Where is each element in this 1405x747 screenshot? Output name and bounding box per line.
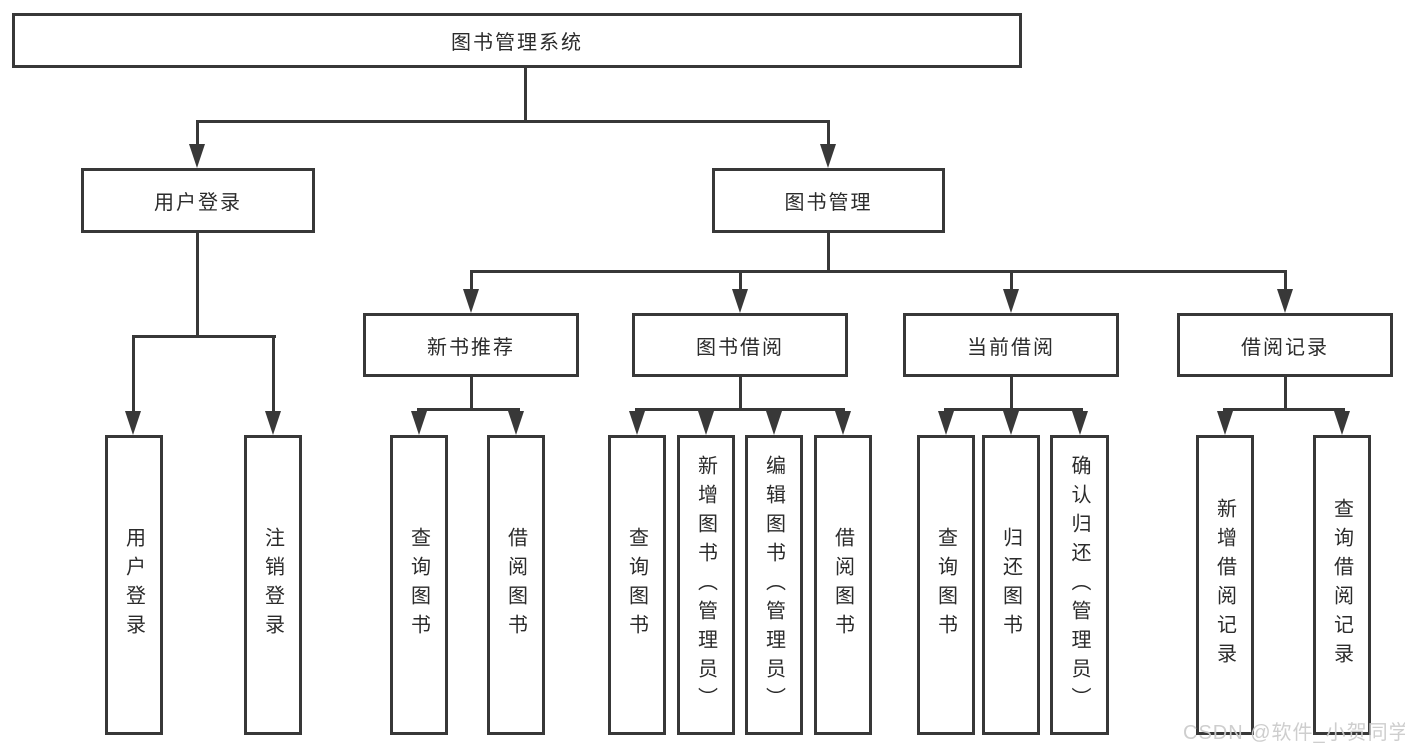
connector-trunk-borrow-record bbox=[1284, 375, 1287, 410]
node-label: 新增图书（管理员） bbox=[694, 454, 717, 716]
node-new-book-recommendation: 新书推荐 bbox=[363, 313, 579, 377]
arrow-down-icon bbox=[938, 411, 954, 435]
arrow-down-icon bbox=[508, 411, 524, 435]
connector-trunk-book-borrow bbox=[739, 375, 742, 410]
node-leaf-query-books-1: 查询图书 bbox=[390, 435, 448, 735]
node-leaf-borrow-books-1: 借阅图书 bbox=[487, 435, 545, 735]
node-label: 查询图书 bbox=[934, 527, 957, 643]
arrow-down-icon bbox=[835, 411, 851, 435]
arrow-down-icon bbox=[1277, 289, 1293, 313]
node-label: 当前借阅 bbox=[967, 336, 1055, 359]
node-current-borrowing: 当前借阅 bbox=[903, 313, 1119, 377]
connector-rail-book-borrow bbox=[635, 408, 845, 411]
node-leaf-user-login: 用户登录 bbox=[105, 435, 163, 735]
connector-level1-rail bbox=[196, 120, 830, 123]
arrow-down-icon bbox=[463, 289, 479, 313]
node-root-library-management-system: 图书管理系统 bbox=[12, 13, 1022, 68]
node-label: 确认归还（管理员） bbox=[1068, 454, 1090, 716]
node-label: 借阅图书 bbox=[831, 527, 854, 643]
node-label: 借阅图书 bbox=[504, 527, 527, 643]
node-book-borrowing: 图书借阅 bbox=[632, 313, 848, 377]
connector-trunk-new-book bbox=[470, 375, 473, 410]
node-label: 用户登录 bbox=[122, 527, 145, 643]
node-label: 图书借阅 bbox=[696, 336, 784, 359]
node-leaf-query-borrow-record: 查询借阅记录 bbox=[1313, 435, 1371, 735]
connector-rail-new-book bbox=[417, 408, 520, 411]
node-label: 注销登录 bbox=[261, 527, 284, 643]
node-leaf-query-books-3: 查询图书 bbox=[917, 435, 975, 735]
arrow-down-icon bbox=[265, 411, 281, 435]
node-label: 图书管理系统 bbox=[451, 32, 583, 54]
node-leaf-add-books-admin: 新增图书（管理员） bbox=[677, 435, 735, 735]
connector-rail-borrow-record bbox=[1223, 408, 1345, 411]
node-leaf-confirm-return-admin: 确认归还（管理员） bbox=[1050, 435, 1109, 735]
connector-drop-logout bbox=[272, 335, 275, 413]
node-user-login: 用户登录 bbox=[81, 168, 315, 233]
node-label: 新书推荐 bbox=[427, 336, 515, 359]
arrow-down-icon bbox=[411, 411, 427, 435]
arrow-down-icon bbox=[820, 144, 836, 168]
connector-user-login-rail bbox=[132, 335, 276, 338]
node-leaf-logout: 注销登录 bbox=[244, 435, 302, 735]
connector-rail-current-borrow bbox=[944, 408, 1083, 411]
arrow-down-icon bbox=[1003, 411, 1019, 435]
arrow-down-icon bbox=[125, 411, 141, 435]
arrow-down-icon bbox=[698, 411, 714, 435]
node-label: 归还图书 bbox=[999, 527, 1022, 643]
node-label: 借阅记录 bbox=[1241, 336, 1329, 359]
arrow-down-icon bbox=[766, 411, 782, 435]
arrow-down-icon bbox=[1217, 411, 1233, 435]
node-label: 查询借阅记录 bbox=[1330, 498, 1353, 672]
node-leaf-add-borrow-record: 新增借阅记录 bbox=[1196, 435, 1254, 735]
connector-trunk-current-borrow bbox=[1010, 375, 1013, 410]
arrow-down-icon bbox=[1072, 411, 1088, 435]
arrow-down-icon bbox=[1003, 289, 1019, 313]
arrow-down-icon bbox=[1334, 411, 1350, 435]
node-label: 查询图书 bbox=[625, 527, 648, 643]
node-borrowing-records: 借阅记录 bbox=[1177, 313, 1393, 377]
arrow-down-icon bbox=[629, 411, 645, 435]
node-label: 编辑图书（管理员） bbox=[762, 454, 785, 716]
node-leaf-return-books: 归还图书 bbox=[982, 435, 1040, 735]
arrow-down-icon bbox=[732, 289, 748, 313]
connector-drop-new-book bbox=[470, 270, 473, 291]
csdn-watermark: CSDN @软件_小贺同学 bbox=[1183, 722, 1405, 744]
node-label: 用户登录 bbox=[154, 192, 242, 214]
node-label: 新增借阅记录 bbox=[1213, 498, 1236, 672]
connector-drop-current-borrow bbox=[1010, 270, 1013, 291]
node-leaf-query-books-2: 查询图书 bbox=[608, 435, 666, 735]
connector-root-trunk bbox=[524, 66, 527, 122]
connector-book-management-trunk bbox=[827, 231, 830, 272]
node-book-management: 图书管理 bbox=[712, 168, 945, 233]
node-leaf-edit-books-admin: 编辑图书（管理员） bbox=[745, 435, 803, 735]
connector-drop-borrow-record bbox=[1284, 270, 1287, 291]
connector-user-login-trunk bbox=[196, 231, 199, 337]
node-label: 查询图书 bbox=[407, 527, 430, 643]
arrow-down-icon bbox=[189, 144, 205, 168]
connector-drop-book-borrow bbox=[739, 270, 742, 291]
connector-drop-book-management bbox=[827, 120, 830, 146]
node-label: 图书管理 bbox=[784, 192, 873, 214]
node-leaf-borrow-books-2: 借阅图书 bbox=[814, 435, 872, 735]
connector-drop-login bbox=[132, 335, 135, 413]
connector-level3-rail bbox=[470, 270, 1287, 273]
connector-drop-user-login bbox=[196, 120, 199, 146]
